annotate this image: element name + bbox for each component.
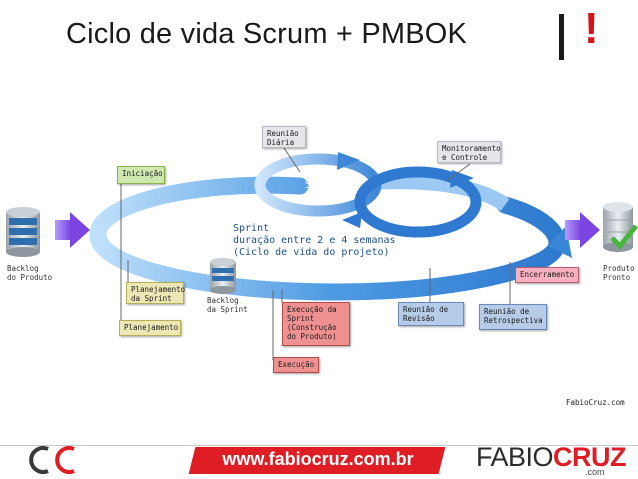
brand-logo: FABIOCRUZ [476, 442, 627, 473]
footer-url[interactable]: www.fabiocruz.com.br [222, 449, 414, 469]
brand-name-a: FABIO [476, 442, 554, 472]
input-arrow [55, 212, 90, 248]
product-done-database-icon [603, 202, 633, 252]
monitoring-loop [342, 166, 482, 238]
planejamento-sprint-box: Planejamento da Sprint [126, 282, 185, 304]
sprint-text: Sprint duração entre 2 e 4 semanas (Cicl… [233, 223, 396, 258]
monitoring-loop-text: Ciclos de monitoramento e controle [388, 190, 451, 219]
product-backlog-database-icon [6, 207, 40, 257]
footer-divider [0, 445, 638, 446]
execucao-box: Execução [273, 357, 319, 373]
encerramento-box: Encerramento [515, 267, 579, 283]
brand-domain: .com [585, 467, 605, 477]
iniciacao-box: Iniciação [117, 166, 165, 184]
daily-loop-arrowhead [337, 152, 360, 170]
oc-logo-icon [29, 446, 75, 474]
reuniao-diaria-box: Reunião Diária [262, 126, 306, 148]
reuniao-retrospectiva-box: Reunião de Retrospectiva [479, 304, 547, 330]
backlog-produto-label: Backlog do Produto [7, 264, 53, 282]
backlog-sprint-label: Backlog da Sprint [207, 296, 248, 314]
slide-title: Ciclo de vida Scrum + PMBOK [66, 18, 468, 50]
output-arrow [565, 212, 600, 248]
title-divider [559, 14, 564, 60]
brand-name-b: CRUZ [553, 442, 627, 472]
produto-pronto-label: Produto Pronto [603, 264, 635, 282]
sprint-backlog-database-icon [210, 258, 236, 294]
reuniao-revisao-box: Reunião de Revisão [398, 302, 464, 326]
execucao-sprint-box: Execução da Sprint (Construção do Produt… [282, 302, 350, 346]
exclamation-mark: ! [584, 4, 599, 53]
monitoramento-box: Monitoramento e Controle [437, 141, 501, 163]
credit-label: FabioCruz.com [566, 398, 625, 407]
checkmark-icon [610, 224, 638, 250]
planejamento-box: Planejamento [119, 320, 181, 336]
daily-loop-text: a cada 24 horas [305, 177, 344, 195]
